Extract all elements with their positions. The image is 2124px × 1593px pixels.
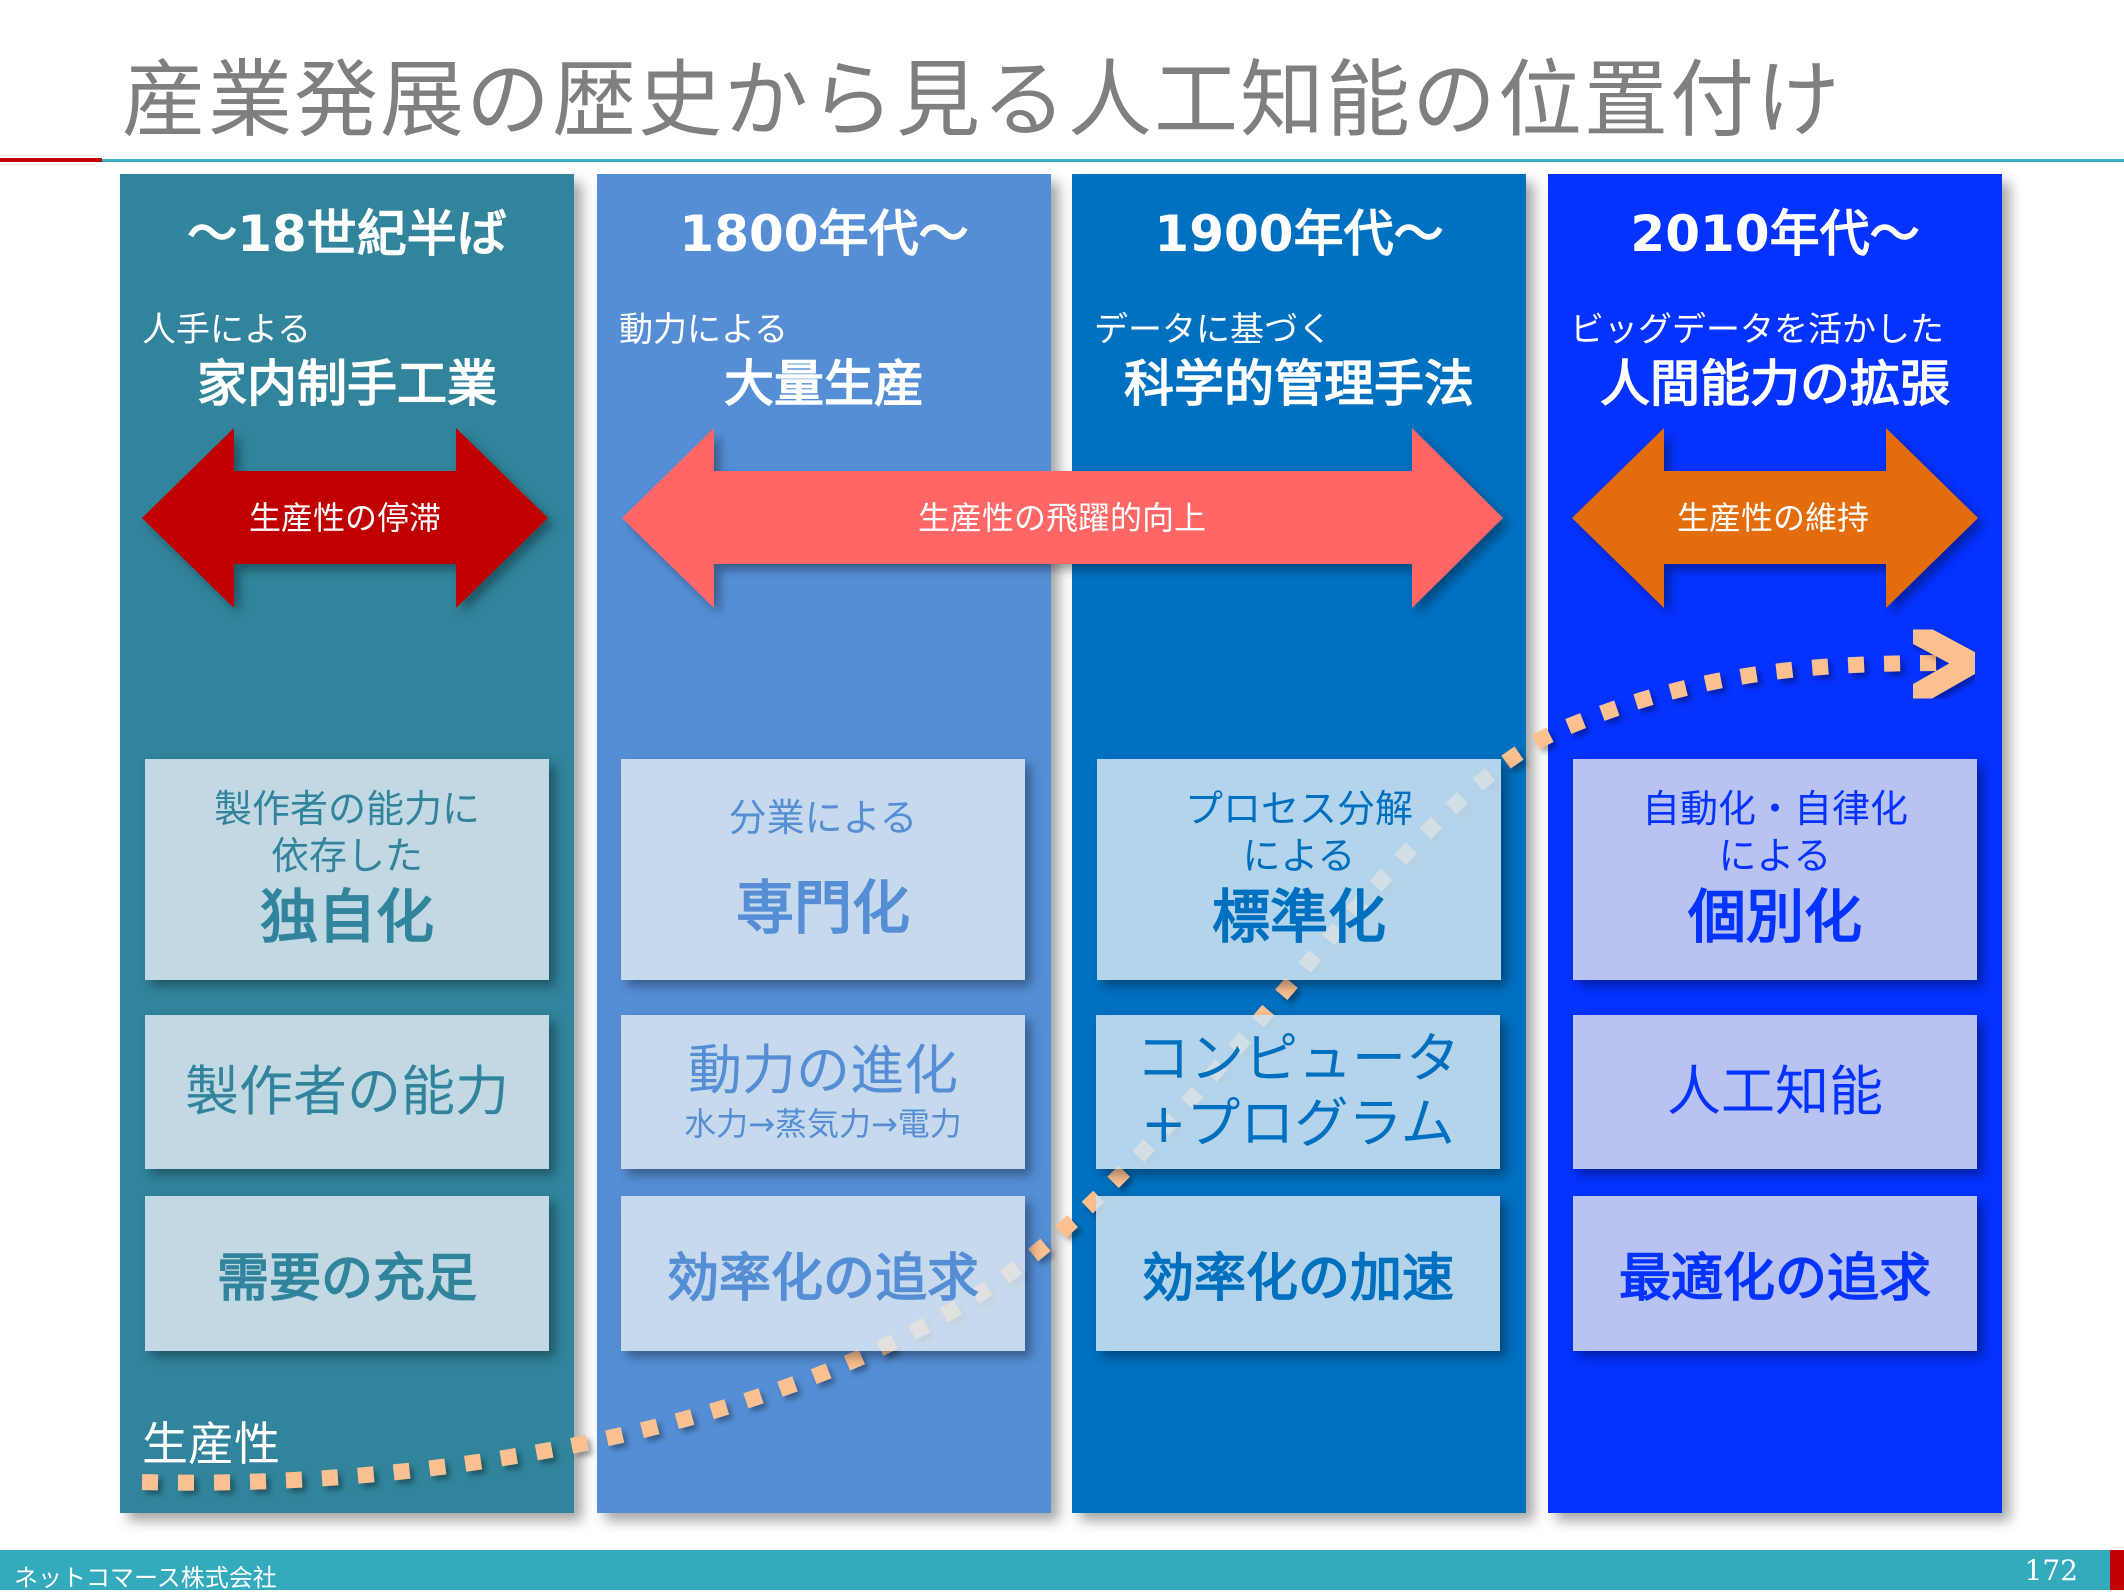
title-rule-accent <box>0 158 102 162</box>
goal-text: 効率化の加速 <box>1141 1249 1454 1309</box>
goal-box: 最適化の追求 <box>1573 1196 1977 1351</box>
era-heading: 2010年代〜 <box>1630 205 1920 263</box>
driver-box: コンピュータ +プログラム <box>1096 1015 1500 1169</box>
theme-title: 科学的管理手法 <box>1124 355 1474 413</box>
driver-box: 製作者の能力 <box>145 1015 549 1169</box>
theme-subtitle: ビッグデータを活かした <box>1570 310 1944 350</box>
theme-title: 家内制手工業 <box>197 355 497 413</box>
characteristic-lead: 製作者の能力に 依存した <box>213 786 480 879</box>
slide-title: 産業発展の歴史から見る人工知能の位置付け <box>122 51 1843 149</box>
characteristic-main: 独自化 <box>259 882 434 951</box>
driver-box: 人工知能 <box>1573 1015 1977 1169</box>
characteristic-lead: 分業による <box>728 795 918 840</box>
company-name: ネットコマース株式会社 <box>14 1564 277 1592</box>
goal-text: 最適化の追求 <box>1618 1249 1931 1309</box>
era-column-4: 2010年代〜 ビッグデータを活かした 人間能力の拡張 自動化・自律化 による … <box>1548 174 2002 1513</box>
theme-subtitle: 動力による <box>619 310 788 350</box>
page-number: 172 <box>2024 1554 2078 1587</box>
driver-box: 動力の進化 水力→蒸気力→電力 <box>621 1015 1025 1169</box>
driver-subtext: 水力→蒸気力→電力 <box>684 1104 962 1143</box>
theme-title: 人間能力の拡張 <box>1600 355 1950 413</box>
characteristic-main: 専門化 <box>735 874 910 942</box>
driver-text: 人工知能 <box>1667 1059 1883 1123</box>
arrow-label-maintain: 生産性の維持 <box>1676 499 1870 537</box>
characteristic-lead: 自動化・自律化 による <box>1641 786 1908 879</box>
footer-accent <box>2110 1550 2124 1590</box>
era-column-3: 1900年代〜 データに基づく 科学的管理手法 プロセス分解 による 標準化 コ… <box>1072 174 1526 1513</box>
characteristic-lead: プロセス分解 による <box>1184 786 1413 879</box>
era-heading: 1900年代〜 <box>1154 205 1444 263</box>
driver-text: コンピュータ +プログラム <box>1136 1027 1460 1155</box>
characteristic-main: 標準化 <box>1211 882 1386 951</box>
driver-text: 動力の進化 <box>688 1038 958 1102</box>
era-heading: 1800年代〜 <box>679 205 969 263</box>
characteristic-box: 自動化・自律化 による 個別化 <box>1573 759 1977 980</box>
goal-box: 効率化の加速 <box>1096 1196 1500 1351</box>
arrow-label-stagnation: 生産性の停滞 <box>248 499 442 537</box>
footer-bar: ネットコマース株式会社 172 <box>0 1550 2124 1592</box>
era-heading: 〜18世紀半ば <box>187 205 507 263</box>
theme-title: 大量生産 <box>724 355 924 413</box>
goal-text: 効率化の追求 <box>666 1249 979 1309</box>
characteristic-box: 製作者の能力に 依存した 独自化 <box>145 759 549 980</box>
characteristic-box: 分業による 専門化 <box>621 759 1025 980</box>
era-column-1: 〜18世紀半ば 人手による 家内制手工業 製作者の能力に 依存した 独自化 製作… <box>120 174 574 1513</box>
goal-box: 効率化の追求 <box>621 1196 1025 1351</box>
arrow-label-leap: 生産性の飛躍的向上 <box>917 499 1207 537</box>
era-column-2: 1800年代〜 動力による 大量生産 分業による 専門化 動力の進化 水力→蒸気… <box>597 174 1051 1513</box>
characteristic-box: プロセス分解 による 標準化 <box>1097 759 1501 980</box>
driver-text: 製作者の能力 <box>185 1059 509 1123</box>
theme-subtitle: 人手による <box>142 310 311 350</box>
theme-subtitle: データに基づく <box>1094 310 1332 350</box>
goal-box: 需要の充足 <box>145 1196 549 1351</box>
title-rule <box>102 159 2124 162</box>
characteristic-main: 個別化 <box>1687 882 1862 951</box>
goal-text: 需要の充足 <box>216 1249 477 1309</box>
productivity-axis-label: 生産性 <box>142 1417 280 1471</box>
